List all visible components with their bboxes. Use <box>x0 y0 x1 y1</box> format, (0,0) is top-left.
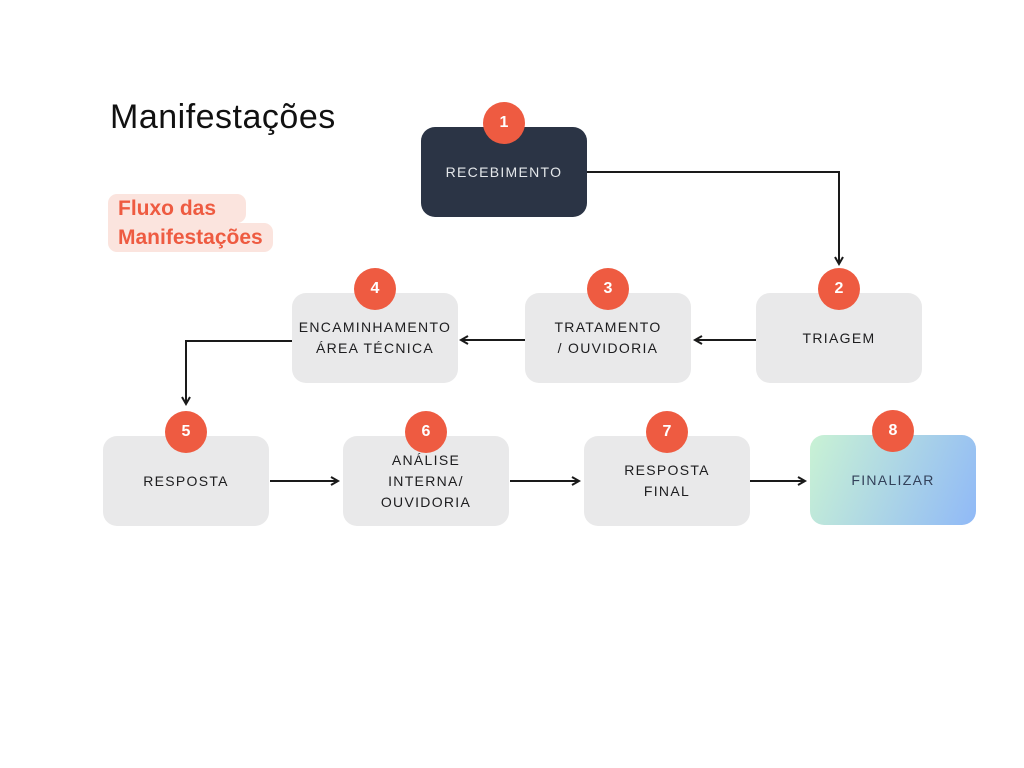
step-number-badge: 6 <box>405 411 447 453</box>
step-label: TRIAGEM <box>802 329 876 346</box>
flow-step-resposta: 5 RESPOSTA <box>103 411 269 526</box>
step-label: RESPOSTA <box>143 472 229 489</box>
step-number-badge: 4 <box>354 268 396 310</box>
flow-step-recebimento: 1 RECEBIMENTO <box>421 102 587 217</box>
step-number-badge: 2 <box>818 268 860 310</box>
flow-step-resposta-final: 7 RESPOSTA FINAL <box>584 411 750 526</box>
step-label: TRATAMENTO / OUVIDORIA <box>554 319 662 356</box>
step-number-badge: 7 <box>646 411 688 453</box>
step-label: ENCAMINHAMENTO ÁREA TÉCNICA <box>298 319 452 356</box>
flow-step-tratamento-ouvidoria: 3 TRATAMENTO / OUVIDORIA <box>525 268 691 383</box>
step-number-badge: 8 <box>872 410 914 452</box>
step-number-badge: 1 <box>483 102 525 144</box>
step-label: RESPOSTA FINAL <box>624 462 710 499</box>
flow-step-analise-interna-ouvidoria: 6 ANÁLISE INTERNA/ OUVIDORIA <box>343 411 509 526</box>
step-number-badge: 5 <box>165 411 207 453</box>
flow-step-encaminhamento-area-tecnica: 4 ENCAMINHAMENTO ÁREA TÉCNICA <box>292 268 458 383</box>
arrow-encaminhamento-resposta <box>181 340 292 407</box>
flow-step-finalizar: 8 FINALIZAR <box>810 410 976 525</box>
subtitle-highlight: Fluxo das Manifestações <box>108 194 273 252</box>
step-label: FINALIZAR <box>851 471 935 488</box>
flow-step-triagem: 2 TRIAGEM <box>756 268 922 383</box>
step-label: ANÁLISE INTERNA/ OUVIDORIA <box>380 451 472 510</box>
arrow-recebimento-triagem <box>587 171 844 267</box>
subtitle-line-1: Fluxo das <box>108 194 247 223</box>
step-label: RECEBIMENTO <box>445 163 563 180</box>
subtitle-line-2: Manifestações <box>108 223 273 252</box>
page-title: Manifestações <box>110 98 336 136</box>
step-number-badge: 3 <box>587 268 629 310</box>
